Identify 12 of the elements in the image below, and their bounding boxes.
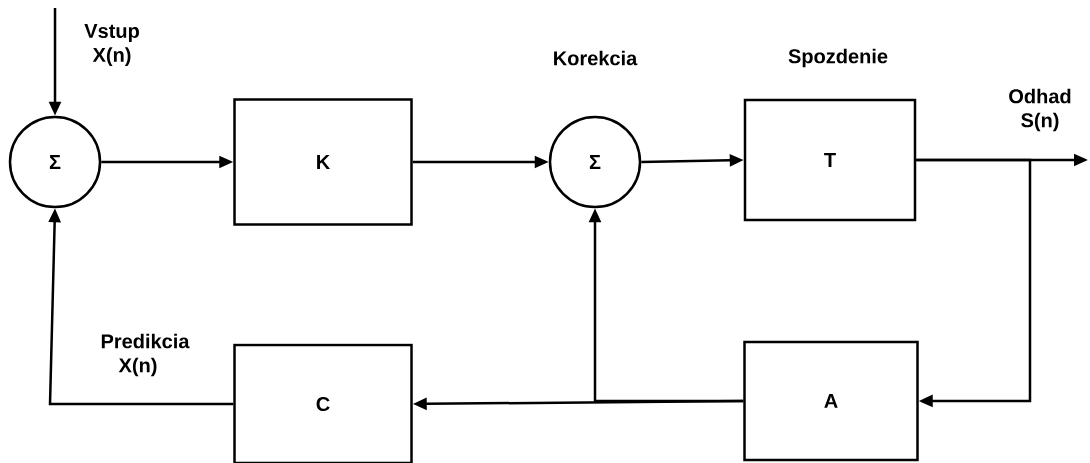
summing-junction: Σ	[548, 115, 642, 209]
block-box: A	[743, 340, 919, 462]
edge-label: Odhad S(n)	[1001, 87, 1079, 133]
block-caption: Spozdenie	[788, 48, 888, 68]
block-box: C	[233, 343, 413, 463]
edge-label: Predikcia X(n)	[99, 332, 190, 378]
edge-label: Vstup X(n)	[73, 23, 151, 67]
block-box: K	[233, 98, 413, 226]
block-box: T	[743, 98, 917, 222]
arrow	[916, 158, 1032, 408]
block-caption: Korekcia	[554, 50, 638, 66]
summing-junction: Σ	[8, 115, 102, 209]
